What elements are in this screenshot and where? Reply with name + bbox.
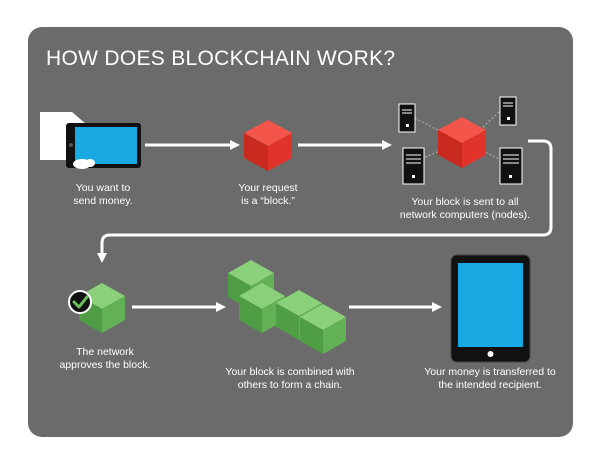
server-icon <box>499 147 523 185</box>
red-block-icon <box>438 117 486 168</box>
page-title: HOW DOES BLOCKCHAIN WORK? <box>46 47 396 70</box>
server-icon <box>398 103 416 133</box>
caption-line: Your request <box>238 182 298 194</box>
caption-line: network computers (nodes). <box>399 209 531 221</box>
caption-line: approves the block. <box>59 359 151 371</box>
step-caption-1: You want to send money. <box>58 182 148 208</box>
step-caption-2: Your request is a “block.” <box>223 182 313 208</box>
hand-phone-icon <box>40 112 141 169</box>
check-icon <box>68 290 92 314</box>
red-block-icon <box>244 120 292 171</box>
block-chain <box>228 260 346 354</box>
step-caption-4: The network approves the block. <box>50 346 160 372</box>
caption-line: You want to <box>75 182 131 194</box>
step-caption-3: Your block is sent to all network comput… <box>385 196 545 222</box>
connector-arrow <box>97 139 553 263</box>
caption-line: send money. <box>73 195 133 207</box>
caption-line: is a “block.” <box>241 195 295 207</box>
step-caption-6: Your money is transferred to the intende… <box>410 366 570 392</box>
caption-line: The network <box>76 346 134 358</box>
node-network <box>398 96 523 185</box>
server-icon <box>402 147 425 185</box>
caption-line: Your block is combined with <box>225 366 355 378</box>
green-block-icon <box>300 304 346 354</box>
caption-line: others to form a chain. <box>237 379 343 391</box>
caption-line: the intended recipient. <box>438 379 542 391</box>
infographic-panel <box>28 27 573 437</box>
step-caption-5: Your block is combined with others to fo… <box>210 366 370 392</box>
caption-line: Your block is sent to all <box>411 196 519 208</box>
server-icon <box>499 96 517 126</box>
tablet-icon <box>450 254 531 363</box>
caption-line: Your money is transferred to <box>424 366 556 378</box>
